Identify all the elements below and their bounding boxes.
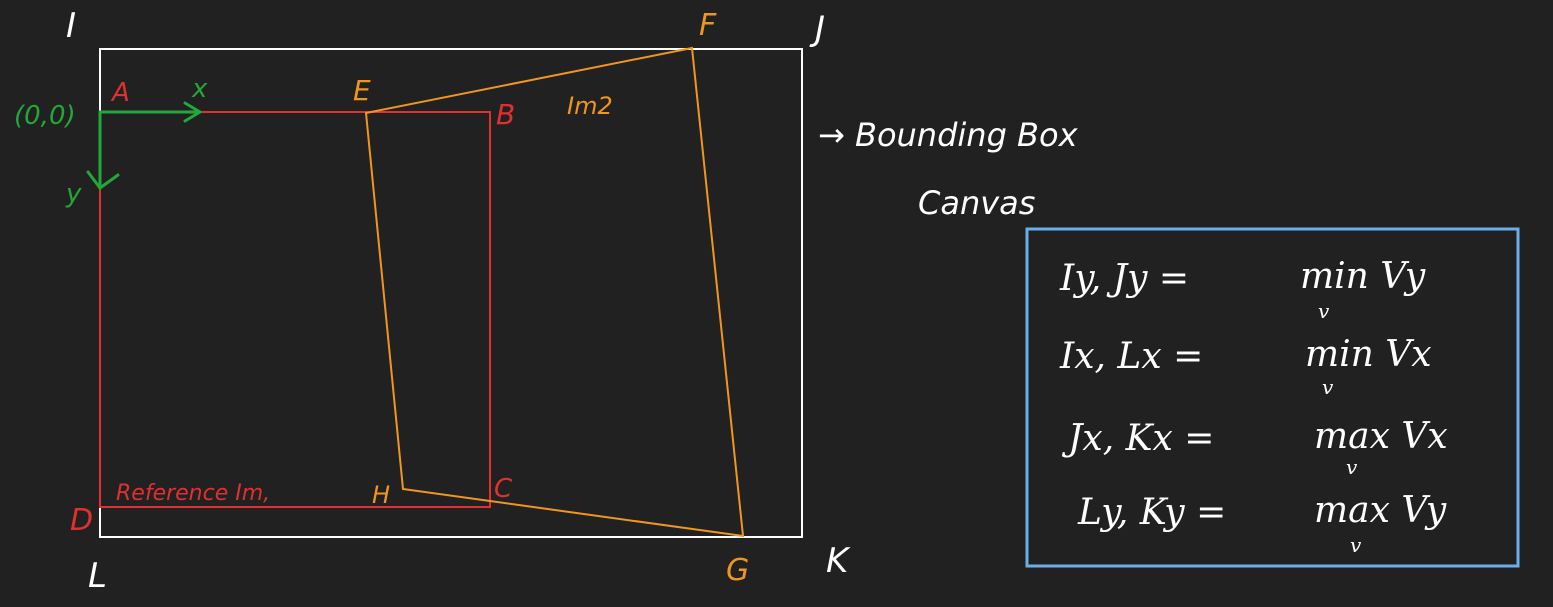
- y-axis-arrowhead: [86, 170, 120, 190]
- formula-3-sub: v: [1346, 455, 1358, 479]
- formula-4-rhs: max Vy: [1314, 490, 1447, 531]
- corner-label-l: L: [88, 556, 107, 596]
- formula-box: [1025, 227, 1520, 568]
- corner-label-b: B: [496, 98, 515, 131]
- corner-label-j: J: [809, 9, 825, 49]
- corner-label-f: F: [699, 8, 717, 43]
- formula-3-lhs: Jx, Kx =: [1061, 418, 1214, 459]
- corner-label-k: K: [826, 541, 851, 581]
- bounding-box-note: → Bounding Box: [818, 116, 1079, 154]
- formula-4-lhs: Ly, Ky =: [1077, 492, 1226, 533]
- warped-image-quad: [364, 46, 745, 538]
- y-axis-label: y: [65, 179, 82, 209]
- formula-3-rhs: max Vx: [1314, 416, 1448, 457]
- formula-1-rhs: min Vy: [1300, 256, 1426, 297]
- formula-1-lhs: Iy, Jy =: [1059, 258, 1189, 299]
- formula-2-rhs: min Vx: [1305, 334, 1432, 375]
- reference-image-caption: Reference Im,: [116, 481, 270, 506]
- formula-4-sub: v: [1350, 533, 1362, 557]
- corner-label-d: D: [70, 503, 93, 538]
- reference-image-rect: [99, 111, 491, 508]
- corner-label-g: G: [726, 553, 749, 588]
- corner-label-a: A: [110, 78, 130, 108]
- corner-label-h: H: [372, 481, 390, 509]
- origin-label: (0,0): [14, 101, 76, 131]
- canvas-note: Canvas: [918, 184, 1035, 222]
- warped-image-caption: Im2: [567, 92, 613, 120]
- x-axis-arrowhead: [183, 101, 202, 123]
- x-axis-label: x: [191, 74, 208, 104]
- formula-2-sub: v: [1322, 375, 1334, 399]
- corner-label-e: E: [353, 74, 371, 107]
- corner-label-i: I: [66, 6, 76, 46]
- formula-1-sub: v: [1318, 299, 1330, 323]
- coordinate-axes: [86, 101, 202, 190]
- bounding-box-rect: [99, 48, 803, 538]
- corner-label-c: C: [494, 474, 513, 504]
- formula-2-lhs: Ix, Lx =: [1059, 336, 1203, 377]
